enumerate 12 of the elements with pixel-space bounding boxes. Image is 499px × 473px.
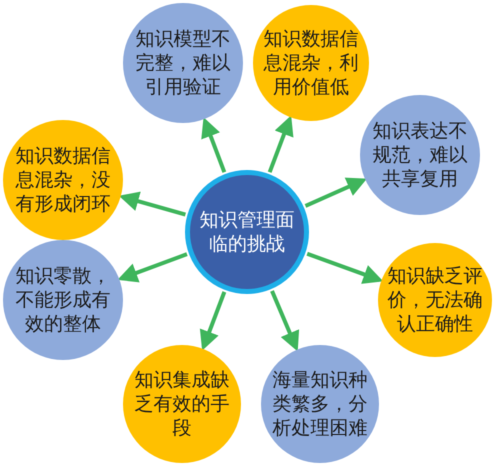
arrow [118,192,186,217]
circle-text: 知识模型不完整，难以引用验证 [134,27,232,99]
circle-text: 知识数据信息混杂，利用价值低 [262,27,360,99]
circle-text: 知识表达不规范，难以共享复用 [372,119,468,191]
circle-text: 知识管理面临的挑战 [198,208,296,256]
circle-text: 知识数据信息混杂，没有形成闭环 [14,144,112,216]
arrow [201,117,226,173]
circle-text: 知识集成缺乏有效的手段 [134,368,230,440]
arrow [268,115,294,173]
circle-text: 海量知识种类繁多，分析处理困难 [272,368,368,440]
circle-text: 知识缺乏评价，无法确认正确性 [386,264,484,336]
circle-text: 知识零散，不能形成有效的整体 [14,264,112,336]
